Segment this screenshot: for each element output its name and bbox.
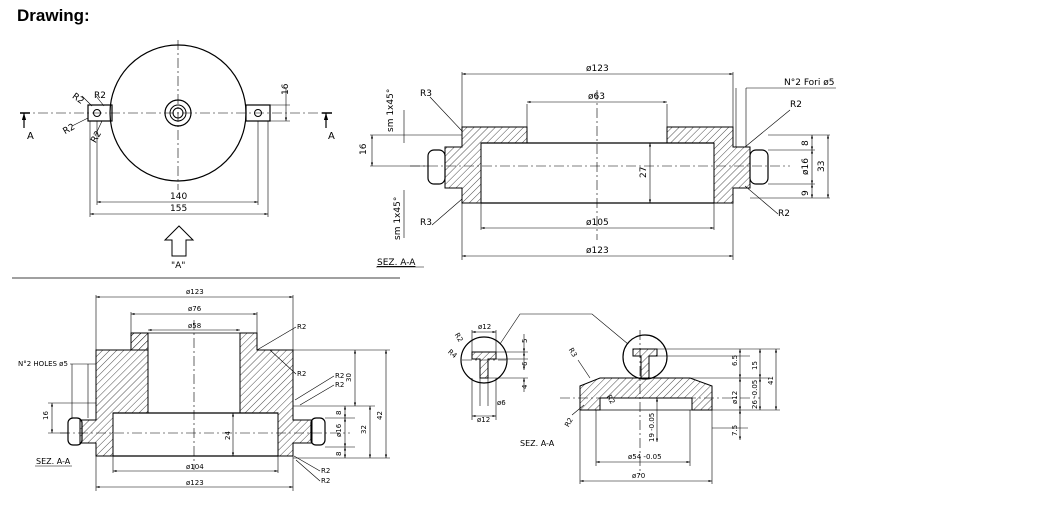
dim-9: 9 [801, 190, 811, 196]
r2-label: R2 [321, 467, 330, 475]
r3-bottom: R3 [420, 218, 432, 228]
detail-d12-top: ø12 [478, 323, 491, 331]
chamfer-top: sm 1x45° [386, 89, 396, 132]
dim-d76: ø76 [188, 305, 202, 313]
r3-top: R3 [420, 89, 432, 99]
r2-label: R2 [321, 477, 330, 485]
dim-24: 24 [224, 431, 232, 440]
detail-5: 5 [521, 339, 529, 343]
dim-d54: ø54 -0.05 [628, 453, 662, 461]
dim-15: 15 [751, 361, 759, 370]
dim-27: 27 [639, 167, 649, 178]
view-arrow-icon [163, 225, 195, 257]
dim-d123-top: ø123 [186, 288, 204, 296]
r2-label: R2 [297, 323, 306, 331]
r3-label: R3 [567, 347, 579, 359]
dim-26: 26 -0.05 [751, 380, 759, 409]
dim-155: 155 [170, 204, 187, 214]
dim-d123-bottom: ø123 [586, 246, 609, 256]
r2-label: R2 [335, 372, 344, 380]
dim-d16: ø16 [335, 423, 343, 437]
r2-label: R2 [297, 370, 306, 378]
section-a-right: A [328, 131, 335, 142]
dim-16: 16 [42, 411, 50, 420]
r2-label: R2 [94, 91, 106, 101]
dim-16: 16 [281, 83, 291, 95]
holes-note: N°2 HOLES ø5 [18, 360, 68, 368]
dim-d16: ø16 [801, 158, 811, 175]
left-lug [87, 104, 113, 122]
top-view: A A R2 R2 R2 R2 16 140 155 "A" [20, 40, 335, 271]
detail-d6: ø6 [497, 399, 506, 407]
dim-d123-top: ø123 [586, 64, 609, 74]
dim-140: 140 [170, 192, 187, 202]
r2-top: R2 [790, 100, 802, 110]
r2-inner: R2 [605, 394, 617, 406]
dim-33: 33 [817, 161, 827, 172]
r2-bottom: R2 [778, 209, 790, 219]
section-detail: ø12 R2 R4 5 6 4 ø6 ø12 R3 R2 R2 [446, 313, 780, 484]
chamfer-bottom: sm 1x45° [393, 197, 403, 240]
dim-d12: ø12 [731, 391, 739, 404]
dim-d58: ø58 [188, 322, 201, 330]
detail-4: 4 [521, 384, 529, 389]
section-label: SEZ. A-A [36, 457, 71, 466]
dim-d63: ø63 [588, 92, 605, 102]
detail-6: 6 [521, 361, 529, 366]
dim-d105: ø105 [586, 218, 609, 228]
r2-label: R2 [335, 381, 344, 389]
dim-42: 42 [376, 411, 384, 420]
holes-note: N°2 Fori ø5 [784, 78, 834, 88]
section-label: SEZ. A-A [377, 258, 416, 268]
dim-19: 19 -0.05 [648, 413, 656, 442]
detail-r4: R4 [446, 348, 459, 360]
detail-d12-bottom: ø12 [477, 416, 490, 424]
r2-label: R2 [70, 92, 86, 107]
dim-8b: 8 [335, 452, 343, 456]
dim-16: 16 [359, 143, 369, 155]
section-label: SEZ. A-A [520, 439, 555, 448]
section-a-left: A [27, 131, 34, 142]
page-title: Drawing: [17, 6, 90, 25]
dim-8: 8 [801, 140, 811, 146]
dim-d104: ø104 [186, 463, 204, 471]
dim-7-5: 7.5 [731, 425, 739, 436]
dim-6-5: 6.5 [731, 355, 739, 366]
dim-8a: 8 [335, 411, 343, 415]
dim-d123-bottom: ø123 [186, 479, 204, 487]
r2-left: R2 [563, 416, 575, 428]
dim-41: 41 [767, 376, 775, 385]
dim-32: 32 [360, 425, 368, 434]
view-label: "A" [171, 261, 185, 271]
dim-d70: ø70 [632, 472, 645, 480]
section-italian: ø123 ø63 ø105 ø123 N°2 Fori ø5 R3 R3 R2 … [359, 64, 836, 268]
detail-r2: R2 [453, 332, 465, 344]
section-english: ø123 ø76 ø58 ø104 ø123 N°2 HOLES ø5 16 2… [18, 288, 390, 491]
dim-30: 30 [345, 373, 353, 382]
